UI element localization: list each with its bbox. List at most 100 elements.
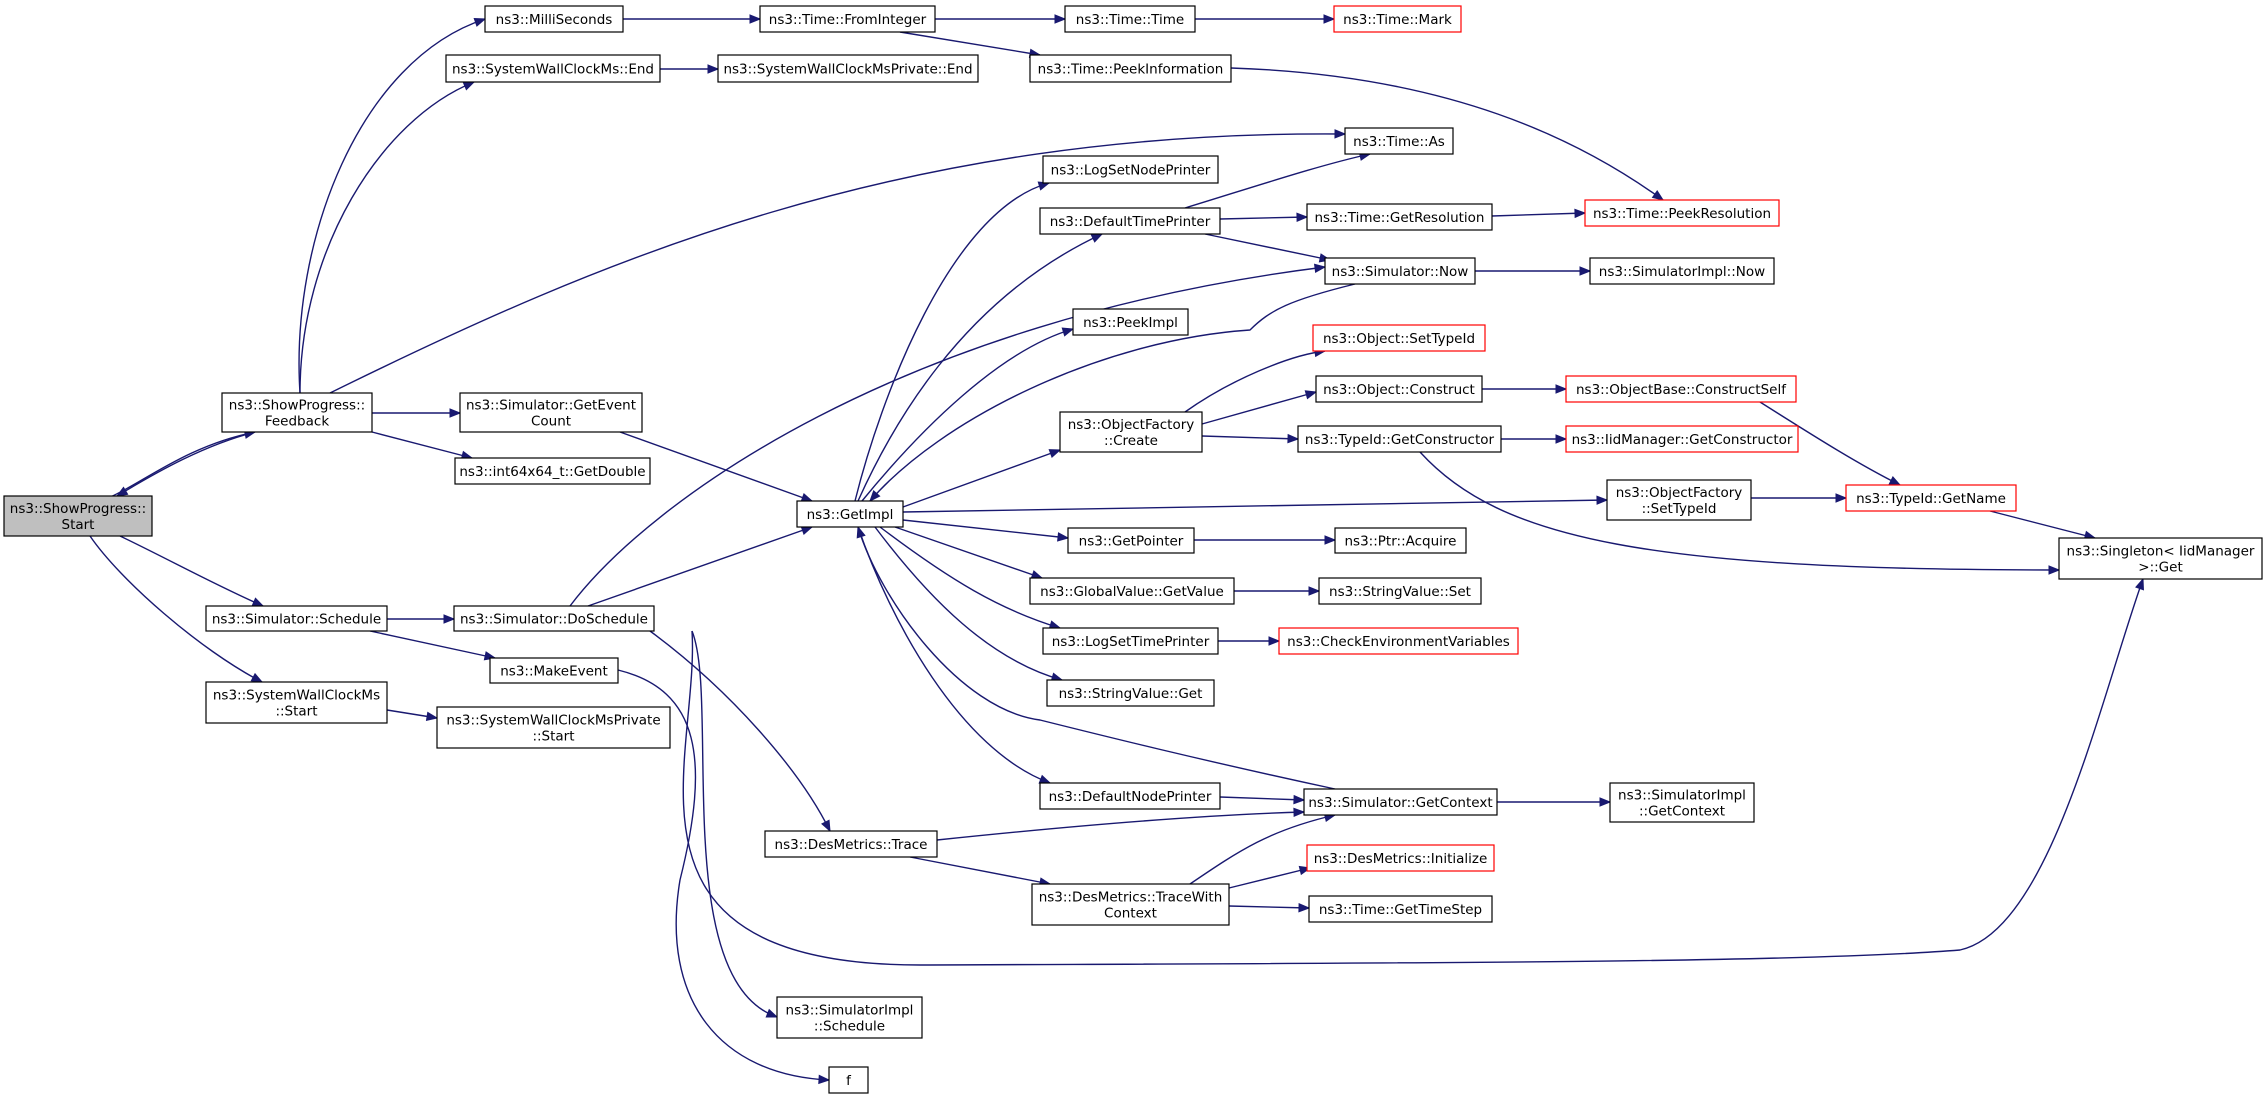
node-singleton_get[interactable]: ns3::Singleton< IidManager >::Get bbox=[2058, 537, 2263, 580]
node-sv_get[interactable]: ns3::StringValue::Get bbox=[1046, 679, 1215, 707]
node-typeid_getname[interactable]: ns3::TypeId::GetName bbox=[1845, 484, 2017, 512]
node-millis[interactable]: ns3::MilliSeconds bbox=[484, 5, 624, 33]
edge-arrowhead bbox=[449, 408, 462, 418]
node-default_time_printer[interactable]: ns3::DefaultTimePrinter bbox=[1039, 207, 1221, 235]
node-make_event[interactable]: ns3::MakeEvent bbox=[489, 657, 619, 684]
node-f[interactable]: f bbox=[828, 1066, 869, 1094]
node-box bbox=[205, 605, 388, 632]
edge-arrowhead bbox=[1293, 794, 1306, 805]
node-peek_resolution[interactable]: ns3::Time::PeekResolution bbox=[1584, 199, 1780, 227]
node-get_impl[interactable]: ns3::GetImpl bbox=[796, 500, 904, 528]
node-ptr_acquire[interactable]: ns3::Ptr::Acquire bbox=[1334, 527, 1467, 554]
node-box bbox=[1565, 375, 1797, 403]
node-sim_now[interactable]: ns3::Simulator::Now bbox=[1324, 257, 1476, 285]
edge-arrowhead bbox=[473, 17, 487, 27]
edge-line bbox=[909, 856, 1051, 885]
node-sim_getcontext[interactable]: ns3::Simulator::GetContext bbox=[1303, 788, 1498, 816]
edge-arrowhead bbox=[1324, 535, 1337, 545]
node-from_integer[interactable]: ns3::Time::FromInteger bbox=[759, 5, 936, 33]
edge-construct_self-to-typeid_getname bbox=[1759, 401, 1902, 486]
node-time_mark[interactable]: ns3::Time::Mark bbox=[1333, 5, 1462, 33]
edge-arrowhead bbox=[1090, 233, 1104, 243]
edge-line bbox=[857, 233, 1103, 502]
node-box bbox=[717, 54, 979, 83]
edge-swcm_start-to-swcmp_start bbox=[386, 709, 439, 722]
node-peek_impl[interactable]: ns3::PeekImpl bbox=[1072, 308, 1189, 336]
edge-get_pointer-to-ptr_acquire bbox=[1194, 535, 1337, 545]
node-default_node_printer[interactable]: ns3::DefaultNodePrinter bbox=[1039, 782, 1221, 810]
edge-line bbox=[116, 431, 256, 497]
node-box bbox=[1306, 844, 1495, 872]
edge-arrowhead bbox=[1599, 797, 1612, 807]
node-get_resolution[interactable]: ns3::Time::GetResolution bbox=[1306, 203, 1493, 231]
node-typeid_getconstructor[interactable]: ns3::TypeId::GetConstructor bbox=[1297, 425, 1502, 453]
node-feedback[interactable]: ns3::ShowProgress::Feedback bbox=[221, 392, 373, 433]
edge-arrowhead bbox=[1308, 586, 1321, 596]
node-box bbox=[484, 5, 624, 33]
node-peek_info[interactable]: ns3::Time::PeekInformation bbox=[1029, 54, 1232, 83]
edge-of_create-to-obj_settypeid bbox=[1184, 347, 1327, 413]
node-obj_settypeid[interactable]: ns3::Object::SetTypeId bbox=[1312, 324, 1486, 352]
edge-arrowhead bbox=[1048, 449, 1062, 459]
node-get_pointer[interactable]: ns3::GetPointer bbox=[1067, 527, 1195, 554]
node-des_trace[interactable]: ns3::DesMetrics::Trace bbox=[764, 830, 938, 858]
node-swcm_end[interactable]: ns3::SystemWallClockMs::End bbox=[445, 54, 661, 83]
edge-millis-to-from_integer bbox=[623, 14, 762, 24]
node-sv_set[interactable]: ns3::StringValue::Set bbox=[1318, 577, 1482, 605]
edge-arrowhead bbox=[1835, 493, 1848, 503]
node-obj_construct[interactable]: ns3::Object::Construct bbox=[1315, 375, 1483, 403]
node-swcmp_start[interactable]: ns3::SystemWallClockMsPrivate::Start bbox=[436, 706, 671, 749]
node-simimpl_schedule[interactable]: ns3::SimulatorImpl::Schedule bbox=[776, 996, 923, 1039]
edge-gv_getvalue-to-sv_set bbox=[1234, 586, 1321, 596]
edge-peek_info-to-peek_resolution bbox=[1230, 67, 1665, 201]
node-label: Start bbox=[62, 517, 95, 533]
node-gv_getvalue[interactable]: ns3::GlobalValue::GetValue bbox=[1029, 577, 1235, 605]
edge-line bbox=[1419, 451, 2060, 571]
node-log_node_printer[interactable]: ns3::LogSetNodePrinter bbox=[1042, 155, 1219, 184]
node-label: ns3::MakeEvent bbox=[500, 664, 608, 680]
node-get_timestep[interactable]: ns3::Time::GetTimeStep bbox=[1308, 895, 1493, 923]
node-simimpl_getcontext[interactable]: ns3::SimulatorImpl::GetContext bbox=[1609, 782, 1755, 823]
edge-log_time_printer-to-check_env bbox=[1218, 636, 1281, 646]
edge-line bbox=[1184, 350, 1326, 413]
node-of_settypeid[interactable]: ns3::ObjectFactory::SetTypeId bbox=[1606, 479, 1752, 521]
node-label: ns3::DesMetrics::TraceWith bbox=[1039, 890, 1223, 906]
node-box bbox=[221, 392, 373, 433]
node-label: ns3::SystemWallClockMsPrivate::End bbox=[723, 62, 972, 78]
node-simimpl_now[interactable]: ns3::SimulatorImpl::Now bbox=[1589, 257, 1775, 285]
edge-line bbox=[371, 431, 473, 459]
edge-arrowhead bbox=[1323, 14, 1336, 24]
node-time_as[interactable]: ns3::Time::As bbox=[1344, 127, 1454, 155]
node-log_time_printer[interactable]: ns3::LogSetTimePrinter bbox=[1042, 627, 1219, 655]
node-iid_getconstructor[interactable]: ns3::IidManager::GetConstructor bbox=[1565, 425, 1799, 453]
edge-arrowhead bbox=[821, 819, 831, 833]
node-time_time[interactable]: ns3::Time::Time bbox=[1064, 5, 1196, 33]
edge-line bbox=[874, 526, 1063, 681]
node-label: ns3::TypeId::GetName bbox=[1856, 491, 2006, 507]
node-box bbox=[1606, 479, 1752, 521]
edge-arrowhead bbox=[1057, 532, 1070, 542]
edge-line bbox=[299, 81, 475, 394]
node-swcm_start[interactable]: ns3::SystemWallClockMs::Start bbox=[205, 681, 388, 724]
node-des_initialize[interactable]: ns3::DesMetrics::Initialize bbox=[1306, 844, 1495, 872]
edge-arrowhead bbox=[1313, 263, 1327, 274]
node-label: ns3::MilliSeconds bbox=[496, 12, 613, 28]
node-check_env[interactable]: ns3::CheckEnvironmentVariables bbox=[1278, 627, 1519, 655]
edge-line bbox=[902, 519, 1069, 539]
edge-feedback-to-millis bbox=[298, 17, 487, 394]
node-label: ns3::ShowProgress:: bbox=[229, 398, 365, 414]
node-do_schedule[interactable]: ns3::Simulator::DoSchedule bbox=[453, 605, 655, 632]
node-sim_schedule[interactable]: ns3::Simulator::Schedule bbox=[205, 605, 388, 632]
edge-from_integer-to-peek_info bbox=[899, 31, 1042, 58]
node-get_double[interactable]: ns3::int64x64_t::GetDouble bbox=[454, 457, 651, 485]
node-label: ns3::Simulator::Schedule bbox=[212, 612, 381, 628]
edge-trace_with_context-to-des_initialize bbox=[1228, 865, 1312, 889]
node-of_create[interactable]: ns3::ObjectFactory::Create bbox=[1059, 411, 1203, 453]
edge-line bbox=[1228, 867, 1311, 889]
node-swcmp_end[interactable]: ns3::SystemWallClockMsPrivate::End bbox=[717, 54, 979, 83]
node-construct_self[interactable]: ns3::ObjectBase::ConstructSelf bbox=[1565, 375, 1797, 403]
node-root[interactable]: ns3::ShowProgress::Start bbox=[3, 495, 153, 537]
node-label: ns3::TypeId::GetConstructor bbox=[1305, 432, 1495, 448]
